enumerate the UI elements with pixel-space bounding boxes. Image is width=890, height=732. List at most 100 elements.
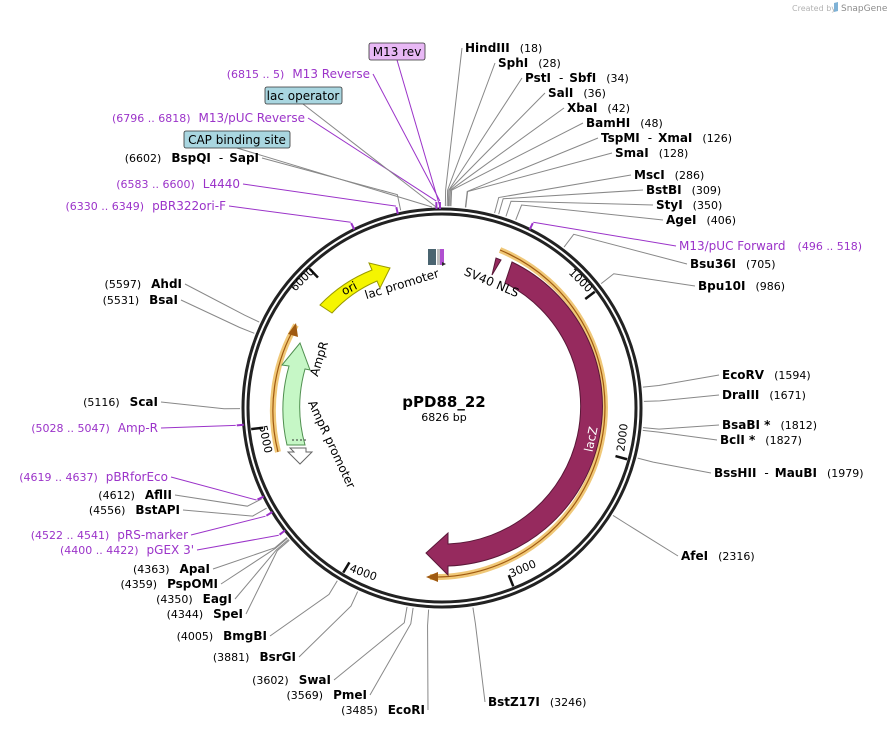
site-labels: HindIII(18)SphI(28)PstI-SbfI(34)SalI(36)… xyxy=(19,41,863,717)
site-label-msci: MscI(286) xyxy=(634,168,704,182)
snapgene-logo-icon xyxy=(834,2,838,12)
site-name: AhdI xyxy=(151,277,182,291)
site-name: XbaI xyxy=(567,101,597,115)
site-label-sphi: SphI(28) xyxy=(498,56,561,70)
site-name: SpeI xyxy=(213,607,243,621)
leader-lines xyxy=(160,47,720,711)
site-label-bsai: (5531)BsaI xyxy=(103,293,178,307)
site-label-bstapi: (4556)BstAPI xyxy=(89,503,180,517)
site-label-bstbi: BstBI(309) xyxy=(646,183,721,197)
m13rev-block xyxy=(440,249,444,265)
site-name: StyI xyxy=(656,198,683,212)
site-position: (28) xyxy=(538,57,561,70)
site-name: DraIII xyxy=(722,388,759,402)
site-name: AfeI xyxy=(681,549,708,563)
primer-name: M13/pUC Forward xyxy=(679,239,786,253)
leader-bmgbi xyxy=(269,580,338,637)
site-position: (3485) xyxy=(341,704,378,717)
site-position: (4359) xyxy=(120,578,157,591)
site-label-bsabi: BsaBI *(1812) xyxy=(722,418,817,432)
primer-label-pgex-3: (4400 .. 4422)pGEX 3' xyxy=(60,543,194,557)
site-label-ecorv: EcoRV(1594) xyxy=(722,368,811,382)
plasmid-length: 6826 bp xyxy=(421,411,466,424)
primer-label-prs-marker: (4522 .. 4541)pRS-marker xyxy=(31,528,188,542)
m13-rev-box xyxy=(368,42,426,61)
site-label-bspqi: (6602)BspQI-SapI xyxy=(125,151,259,165)
site-position: (4556) xyxy=(89,504,126,517)
site-name2: XmaI xyxy=(658,131,692,145)
highlight-arcs xyxy=(269,247,608,582)
site-position: (4612) xyxy=(98,489,135,502)
tick-4000 xyxy=(342,561,351,574)
site-position: (42) xyxy=(607,102,630,115)
primer-leader-pgex-3 xyxy=(196,534,279,551)
primer-label-m13-puc-reverse: (6796 .. 6818) M13/pUC Reverse xyxy=(112,111,305,125)
leader-xbai xyxy=(449,107,565,207)
leader-bsabi xyxy=(642,424,720,430)
cap-binding-site-text: CAP binding site xyxy=(188,133,286,147)
lac-operator-box xyxy=(264,86,343,105)
site-label-bcli: BclI *(1827) xyxy=(720,433,802,447)
backbone xyxy=(241,207,643,609)
plasmid-name: pPD88_22 xyxy=(402,393,485,411)
lac-promoter-block xyxy=(428,249,436,265)
site-name2: MauBI xyxy=(775,466,817,480)
site-name: BstZ17I xyxy=(488,695,540,709)
primer-leader-pbr322ori-f xyxy=(228,205,351,223)
site-name: EagI xyxy=(203,592,232,606)
leader-hindiii xyxy=(444,47,463,207)
site-label-aflii: (4612)AflII xyxy=(98,488,172,502)
site-position: (406) xyxy=(706,214,736,227)
site-label-draiii: DraIII(1671) xyxy=(722,388,806,402)
lac-operator-block xyxy=(437,249,440,265)
primer-leader-pbrforeco xyxy=(170,476,257,501)
leader-bsai xyxy=(180,299,255,334)
primer-name: pBR322ori-F xyxy=(152,199,226,213)
site-position: (986) xyxy=(755,280,785,293)
primer-range: (6583 .. 6600) xyxy=(116,178,195,191)
site-position: (4350) xyxy=(156,593,193,606)
site-name: BspQI xyxy=(171,151,211,165)
site-position: (128) xyxy=(659,147,689,160)
leader-swai xyxy=(333,606,408,681)
site-label-scai: (5116)ScaI xyxy=(83,395,158,409)
leader-bpu10i xyxy=(600,273,696,287)
leader-eagi xyxy=(234,539,289,600)
site-label-afei: AfeI(2316) xyxy=(681,549,755,563)
site-position: (4005) xyxy=(177,630,214,643)
site-position: (48) xyxy=(640,117,663,130)
primer-name: pGEX 3' xyxy=(147,543,194,557)
site-name: PspOMI xyxy=(167,577,218,591)
leader-bamhi xyxy=(450,122,584,207)
site-position: (3569) xyxy=(287,689,324,702)
primer-label-l4440: (6583 .. 6600)L4440 xyxy=(116,177,240,191)
primer-mark-prs-marker xyxy=(265,511,273,517)
leader-msci xyxy=(494,174,632,214)
site-label-eagi: (4350) EagI xyxy=(156,592,232,606)
site-label-psti: PstI-SbfI(34) xyxy=(525,71,629,85)
primer-mark-m13-puc-forward xyxy=(528,222,534,230)
site-position: (1812) xyxy=(780,419,817,432)
site-label-styi: StyI(350) xyxy=(656,198,722,212)
leader-bsu36i xyxy=(563,233,688,265)
primer-name: M13/pUC Reverse xyxy=(199,111,306,125)
lac-operator-text: lac operator xyxy=(267,89,340,103)
site-label-spei: (4344) SpeI xyxy=(167,607,243,621)
primer-range: (6796 .. 6818) xyxy=(112,112,191,125)
primer-label-m13-puc-forward: M13/pUC Forward(496 .. 518) xyxy=(679,239,862,253)
site-position: (4344) xyxy=(167,608,204,621)
m13-rev-text: M13 rev xyxy=(373,45,422,59)
site-label-sali: SalI(36) xyxy=(548,86,606,100)
site-position: (5597) xyxy=(105,278,142,291)
leader-spei xyxy=(245,539,290,615)
site-label-bsshii: BssHII-MauBI(1979) xyxy=(714,466,864,480)
tick-6000 xyxy=(308,268,319,279)
site-label-bamhi: BamHI(48) xyxy=(586,116,663,130)
primer-range: (6330 .. 6349) xyxy=(66,200,145,213)
site-name: ScaI xyxy=(130,395,158,409)
primer-range: (4619 .. 4637) xyxy=(19,471,98,484)
site-label-bmgbi: (4005)BmgBI xyxy=(177,629,267,643)
site-position: (309) xyxy=(692,184,722,197)
tick-label-2000: 2000 xyxy=(614,423,630,452)
leader-bstz17i xyxy=(472,607,486,703)
